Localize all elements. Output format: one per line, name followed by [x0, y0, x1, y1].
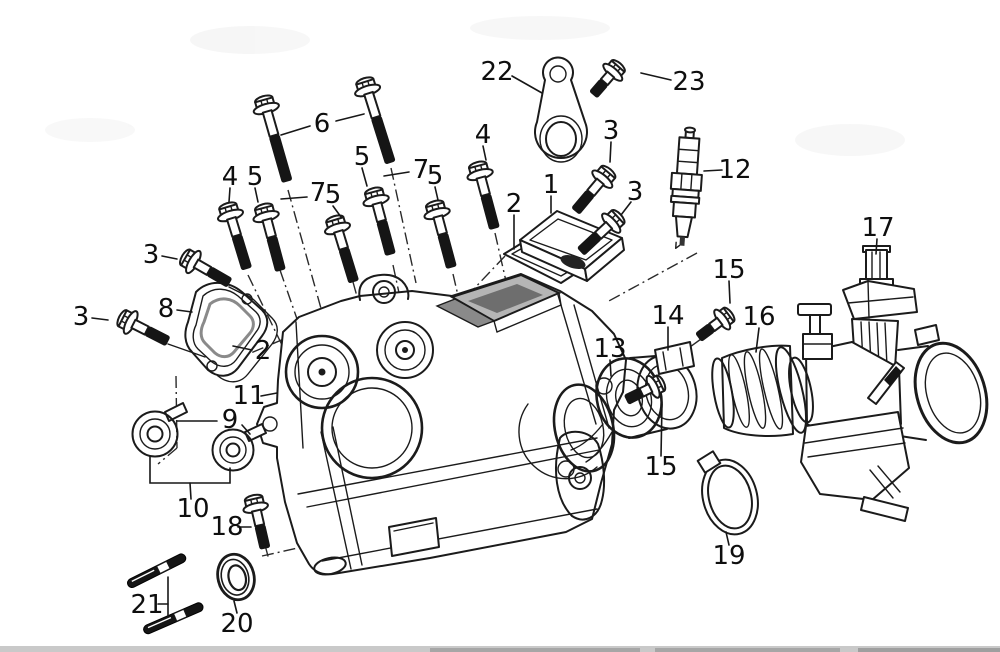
- callout-15: 15: [644, 452, 678, 482]
- leader-line-7: [280, 196, 308, 200]
- flange-bolt: [463, 157, 509, 234]
- leader-line-5: [254, 187, 259, 203]
- callout-8: 8: [157, 294, 175, 324]
- callout-14: 14: [651, 301, 685, 331]
- callout-20: 20: [220, 609, 254, 639]
- callout-10: 10: [176, 494, 210, 524]
- leader-line-10: [149, 455, 231, 484]
- stud: [125, 551, 188, 590]
- side-cover: [184, 282, 269, 377]
- flange-bolt: [420, 196, 466, 273]
- valve: [131, 410, 179, 458]
- callout-5: 5: [246, 162, 264, 192]
- leader-line-20: [233, 600, 238, 614]
- callout-17: 17: [861, 213, 895, 243]
- flange-bolt: [213, 198, 261, 274]
- callout-23: 23: [672, 67, 706, 97]
- fastener-set: [112, 54, 740, 553]
- callout-5: 5: [353, 142, 371, 172]
- callout-4: 4: [474, 120, 492, 150]
- callout-3: 3: [142, 240, 160, 270]
- callout-6: 6: [313, 109, 331, 139]
- leader-line-11: [260, 392, 278, 397]
- callout-5: 5: [324, 180, 342, 210]
- leader-line-10: [189, 482, 192, 500]
- flange-bolt: [249, 199, 295, 276]
- page-edge-strip: [0, 646, 1000, 652]
- leader-line-3: [609, 141, 612, 163]
- scan-noise: [45, 16, 905, 156]
- callout-18: 18: [210, 512, 244, 542]
- valve-stem: [164, 402, 188, 422]
- leader-line-16: [755, 327, 760, 353]
- callout-19: 19: [712, 541, 746, 571]
- leader-line-12: [703, 169, 723, 172]
- leader-line-22: [511, 75, 543, 94]
- hose-clamp: [696, 450, 759, 536]
- callout-9: 9: [221, 405, 239, 435]
- oil-seal: [216, 552, 256, 602]
- callout-3: 3: [72, 302, 90, 332]
- callout-15: 15: [712, 255, 746, 285]
- leader-line-9: [241, 424, 251, 435]
- callout-16: 16: [742, 302, 776, 332]
- leader-line-17: [875, 238, 878, 255]
- callout-2: 2: [254, 336, 272, 366]
- carburetor: [788, 245, 989, 522]
- leader-line-2: [232, 345, 253, 351]
- callout-7: 7: [309, 178, 327, 208]
- callout-5: 5: [426, 161, 444, 191]
- leader-line-8: [176, 309, 193, 313]
- callout-7: 7: [412, 155, 430, 185]
- callout-3: 3: [626, 177, 644, 207]
- flange-bolt: [320, 211, 368, 287]
- flange-bolt: [239, 491, 279, 553]
- leader-line-5: [434, 186, 439, 201]
- leader-line-5: [332, 205, 342, 218]
- leader-line-15: [660, 403, 663, 457]
- leader-line-15: [728, 280, 731, 304]
- callout-4: 4: [221, 162, 239, 192]
- flange-bolt: [583, 54, 631, 104]
- leader-line-5: [361, 167, 368, 187]
- leader-line-3: [161, 255, 178, 260]
- cylinder-head: [256, 273, 627, 576]
- leader-line-3: [620, 201, 632, 216]
- insulator-plate: [654, 341, 695, 375]
- callout-3: 3: [602, 116, 620, 146]
- leader-line-4: [228, 187, 231, 203]
- leader-line-23: [640, 72, 672, 81]
- leader-lines: [91, 72, 878, 617]
- leader-line-4: [482, 145, 487, 161]
- hanger-bracket: [534, 56, 588, 163]
- valve-cover: [519, 210, 625, 282]
- leader-line-19: [725, 531, 730, 546]
- leader-line-13: [609, 359, 612, 377]
- callout-22: 22: [480, 57, 514, 87]
- callout-2: 2: [505, 189, 523, 219]
- callout-12: 12: [718, 155, 752, 185]
- callout-21: 21: [130, 590, 164, 620]
- callout-1: 1: [542, 170, 560, 200]
- leader-line-7: [383, 171, 410, 177]
- leader-line-3: [91, 317, 109, 321]
- leader-line-6: [335, 113, 365, 122]
- leader-line-6: [280, 125, 311, 136]
- callout-11: 11: [232, 381, 266, 411]
- spark-plug: [669, 126, 703, 249]
- valve-pair: [131, 402, 267, 472]
- callout-13: 13: [593, 334, 627, 364]
- intake-boot: [711, 344, 808, 437]
- valve: [211, 428, 255, 472]
